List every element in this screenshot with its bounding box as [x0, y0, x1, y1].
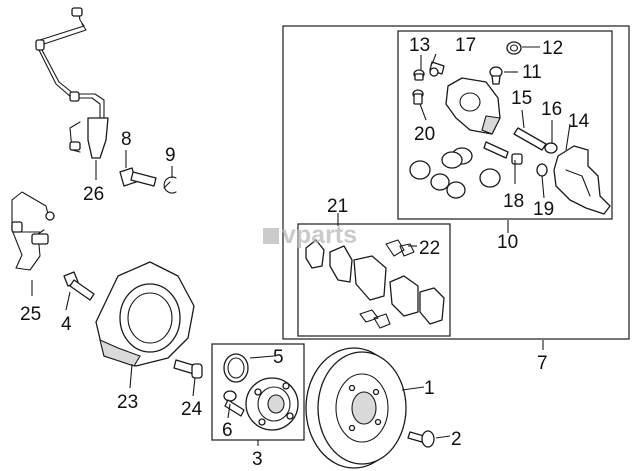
callout-numbers: 1 2 3 4 5 6 7 8 9 10 11 12 13 14 15 16 1…: [20, 35, 590, 470]
callout-20: 20: [414, 124, 435, 145]
callout-15: 15: [511, 88, 532, 109]
callout-19: 19: [533, 199, 554, 220]
watermark-text: vparts: [282, 221, 357, 249]
brake-rotor: [305, 347, 407, 469]
callout-18: 18: [503, 191, 524, 212]
callout-16: 16: [541, 99, 562, 120]
bolt-4: [63, 271, 95, 301]
callout-9: 9: [165, 145, 176, 166]
callout-10: 10: [497, 232, 518, 253]
brake-hose-line: [35, 7, 109, 159]
clip-9: [163, 176, 177, 194]
callout-21: 21: [327, 196, 348, 217]
brake-pads: [305, 239, 445, 325]
callout-23: 23: [117, 392, 138, 413]
guide-pins-18: [483, 141, 523, 165]
callout-22: 22: [419, 238, 440, 259]
hub-bolt-24: [173, 359, 203, 379]
callout-11: 11: [522, 62, 542, 83]
caliper-bolt-8: [119, 167, 157, 187]
rotor-screw-2: [407, 430, 435, 448]
callout-3: 3: [252, 449, 263, 470]
bush-19: [536, 163, 548, 177]
piston-seals: [409, 160, 501, 199]
bleeder-cap-13: [413, 69, 425, 81]
callout-24: 24: [181, 399, 203, 420]
pad-clips: [359, 239, 415, 329]
dust-shield: [95, 261, 195, 367]
brake-pad-kit-box: [297, 223, 451, 337]
callout-8: 8: [121, 129, 132, 150]
nut-16: [544, 142, 558, 154]
abs-sensor-wire: [11, 191, 55, 271]
callout-6: 6: [222, 420, 233, 441]
caliper-assembly-box: [282, 25, 630, 340]
caliper-components-box: [397, 30, 613, 220]
caliper-housing: [445, 77, 501, 135]
guide-bolt-11: [489, 66, 503, 85]
caliper-bracket-14: [553, 145, 611, 215]
callout-7: 7: [537, 353, 548, 374]
bleeder-screw-17: [429, 61, 445, 77]
wheel-hub: [245, 377, 299, 431]
callout-26: 26: [83, 184, 104, 205]
callout-5: 5: [273, 347, 284, 368]
callout-1: 1: [424, 378, 435, 399]
callout-2: 2: [451, 429, 462, 450]
boot-cap-12: [506, 41, 522, 55]
callout-25: 25: [20, 304, 41, 325]
callout-14: 14: [568, 111, 590, 132]
hub-bolt-6: [223, 390, 245, 417]
caliper-piston: [441, 147, 473, 169]
vparts-watermark: vparts: [263, 221, 357, 249]
bolt-20: [412, 89, 424, 105]
leader-lines: [31, 46, 571, 446]
callout-12: 12: [542, 38, 563, 59]
callout-17: 17: [455, 35, 476, 56]
callout-4: 4: [61, 314, 72, 335]
guide-pin-15: [513, 127, 547, 151]
callout-13: 13: [409, 35, 430, 56]
